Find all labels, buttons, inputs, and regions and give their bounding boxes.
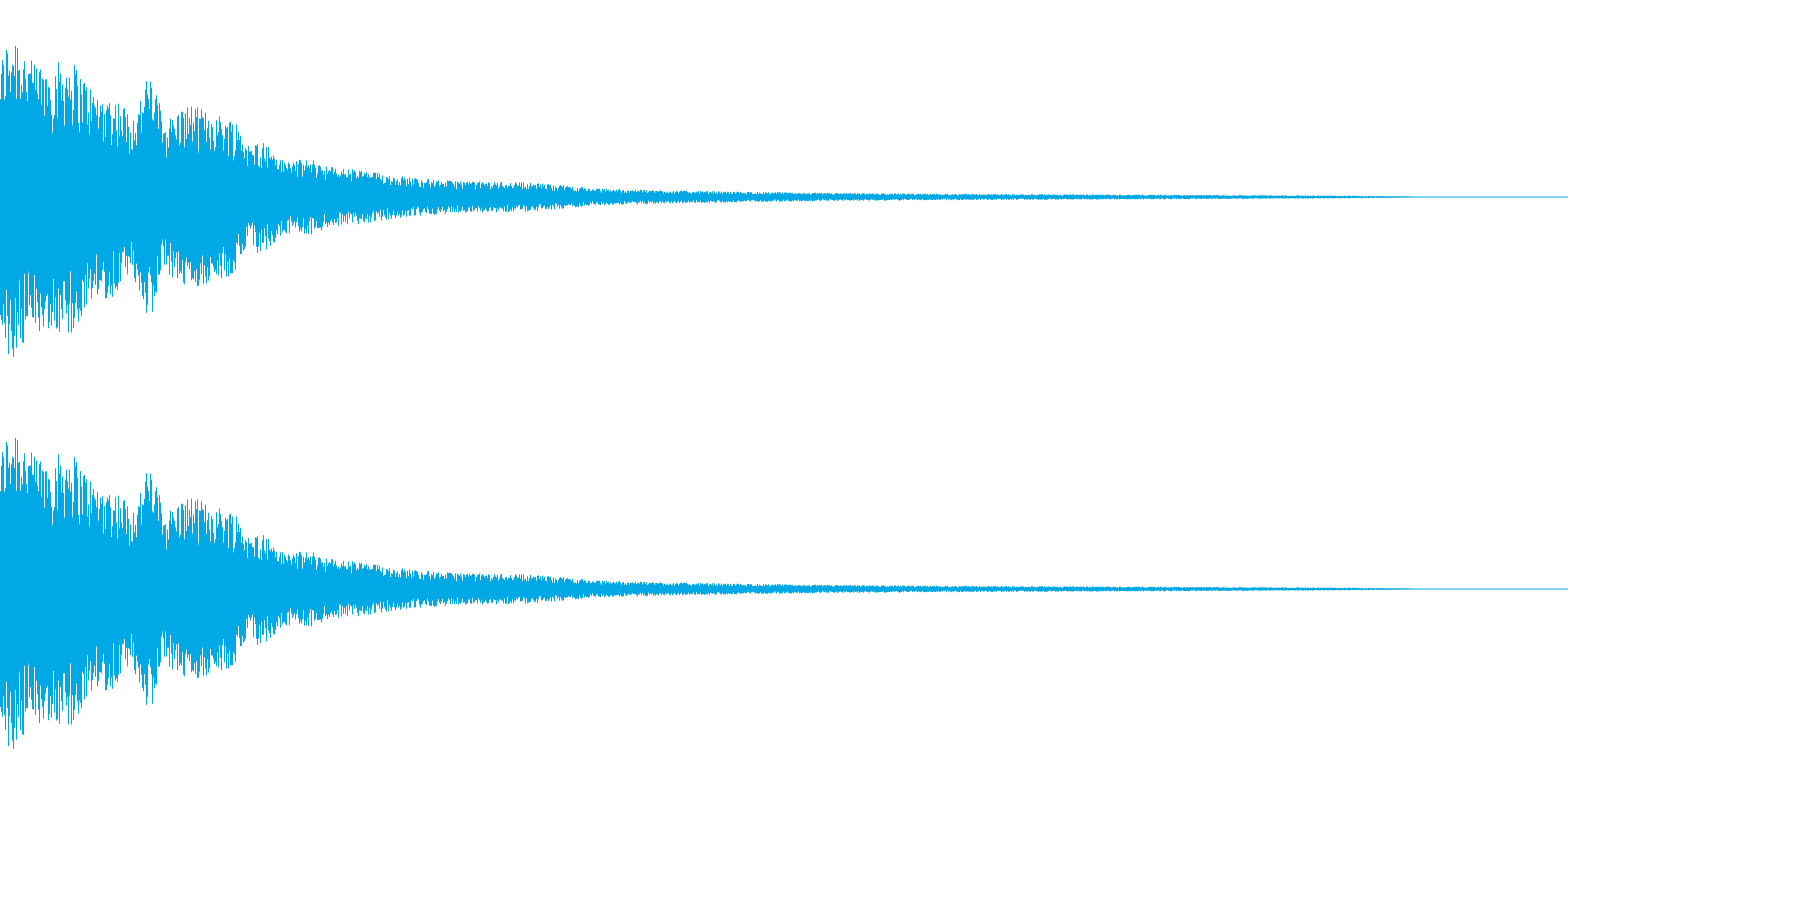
channel-left-svg (0, 45, 1568, 357)
channel-right-waveform (0, 414, 1568, 764)
channel-left-waveform (0, 22, 1568, 372)
waveform-peaks (0, 45, 1423, 357)
waveform-peaks (0, 437, 1423, 749)
channel-right-svg (0, 437, 1568, 749)
